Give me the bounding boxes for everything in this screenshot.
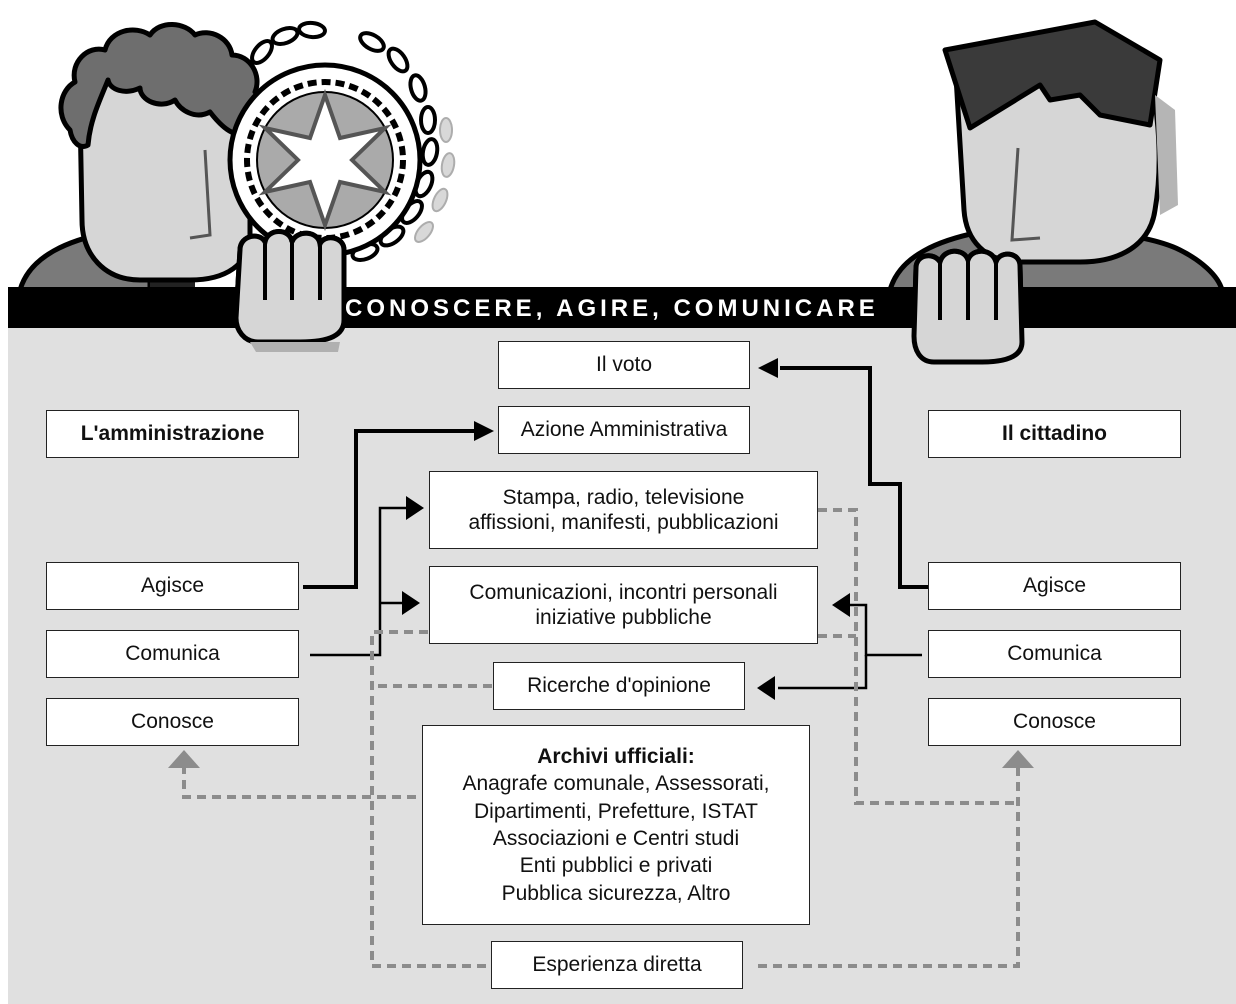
- citizen-comunica: Comunica: [928, 630, 1181, 678]
- diagram-title: Conoscere, agire, comunicare: [345, 295, 879, 322]
- box-esperienza-diretta: Esperienza diretta: [491, 941, 743, 989]
- box-azione-amministrativa: Azione Amministrativa: [498, 406, 750, 454]
- arrowheads-solid: [402, 358, 850, 700]
- archivi-line: Enti pubblici e privati: [519, 854, 713, 878]
- box-comunicazioni: Comunicazioni, incontri personali inizia…: [429, 566, 818, 644]
- administration-figure-illustration: [16, 22, 265, 293]
- media-line: Stampa, radio, televisione: [502, 485, 745, 509]
- box-ricerche-opinione: Ricerche d'opinione: [493, 662, 745, 710]
- arrow-comunica-to-stampa: [310, 506, 408, 657]
- citizen-conosce: Conosce: [928, 698, 1181, 746]
- archivi-line: Dipartimenti, Prefetture, ISTAT: [474, 799, 758, 823]
- box-il-voto: Il voto: [498, 341, 750, 389]
- citizen-agisce: Agisce: [928, 562, 1181, 610]
- arrow-agisce-to-azione: [303, 429, 475, 589]
- arrowheads-dashed: [168, 750, 1034, 768]
- arrow-cittadino-to-ricerche: [778, 655, 868, 690]
- box-stampa-media: Stampa, radio, televisione affissioni, m…: [429, 471, 818, 549]
- administration-comunica: Comunica: [46, 630, 299, 678]
- dashed-esperienza-to-conosce-right: [758, 766, 1020, 968]
- comunicazioni-line: Comunicazioni, incontri personali: [469, 580, 778, 604]
- box-archivi-ufficiali: Archivi ufficiali: Anagrafe comunale, As…: [422, 725, 810, 925]
- administration-conosce: Conosce: [46, 698, 299, 746]
- comunicazioni-line: iniziative pubbliche: [535, 606, 712, 629]
- citizen-label: Il cittadino: [928, 410, 1181, 458]
- media-line: affissioni, manifesti, pubblicazioni: [468, 511, 779, 534]
- arrow-cittadino-agisce-to-voto: [780, 366, 928, 589]
- dashed-archivi-to-conosce-left: [182, 766, 416, 799]
- title-banner: [8, 287, 1236, 328]
- dashed-stampa-to-right: [818, 508, 1018, 805]
- administration-agisce: Agisce: [46, 562, 299, 610]
- archivi-heading: Archivi ufficiali:: [537, 745, 695, 769]
- archivi-line: Associazioni e Centri studi: [492, 827, 740, 850]
- administration-label: L'amministrazione: [46, 410, 299, 458]
- archivi-line: Anagrafe comunale, Assessorati,: [462, 772, 770, 796]
- arrow-cittadino-to-comunicazioni: [850, 603, 922, 657]
- archivi-line: Pubblica sicurezza, Altro: [501, 881, 731, 905]
